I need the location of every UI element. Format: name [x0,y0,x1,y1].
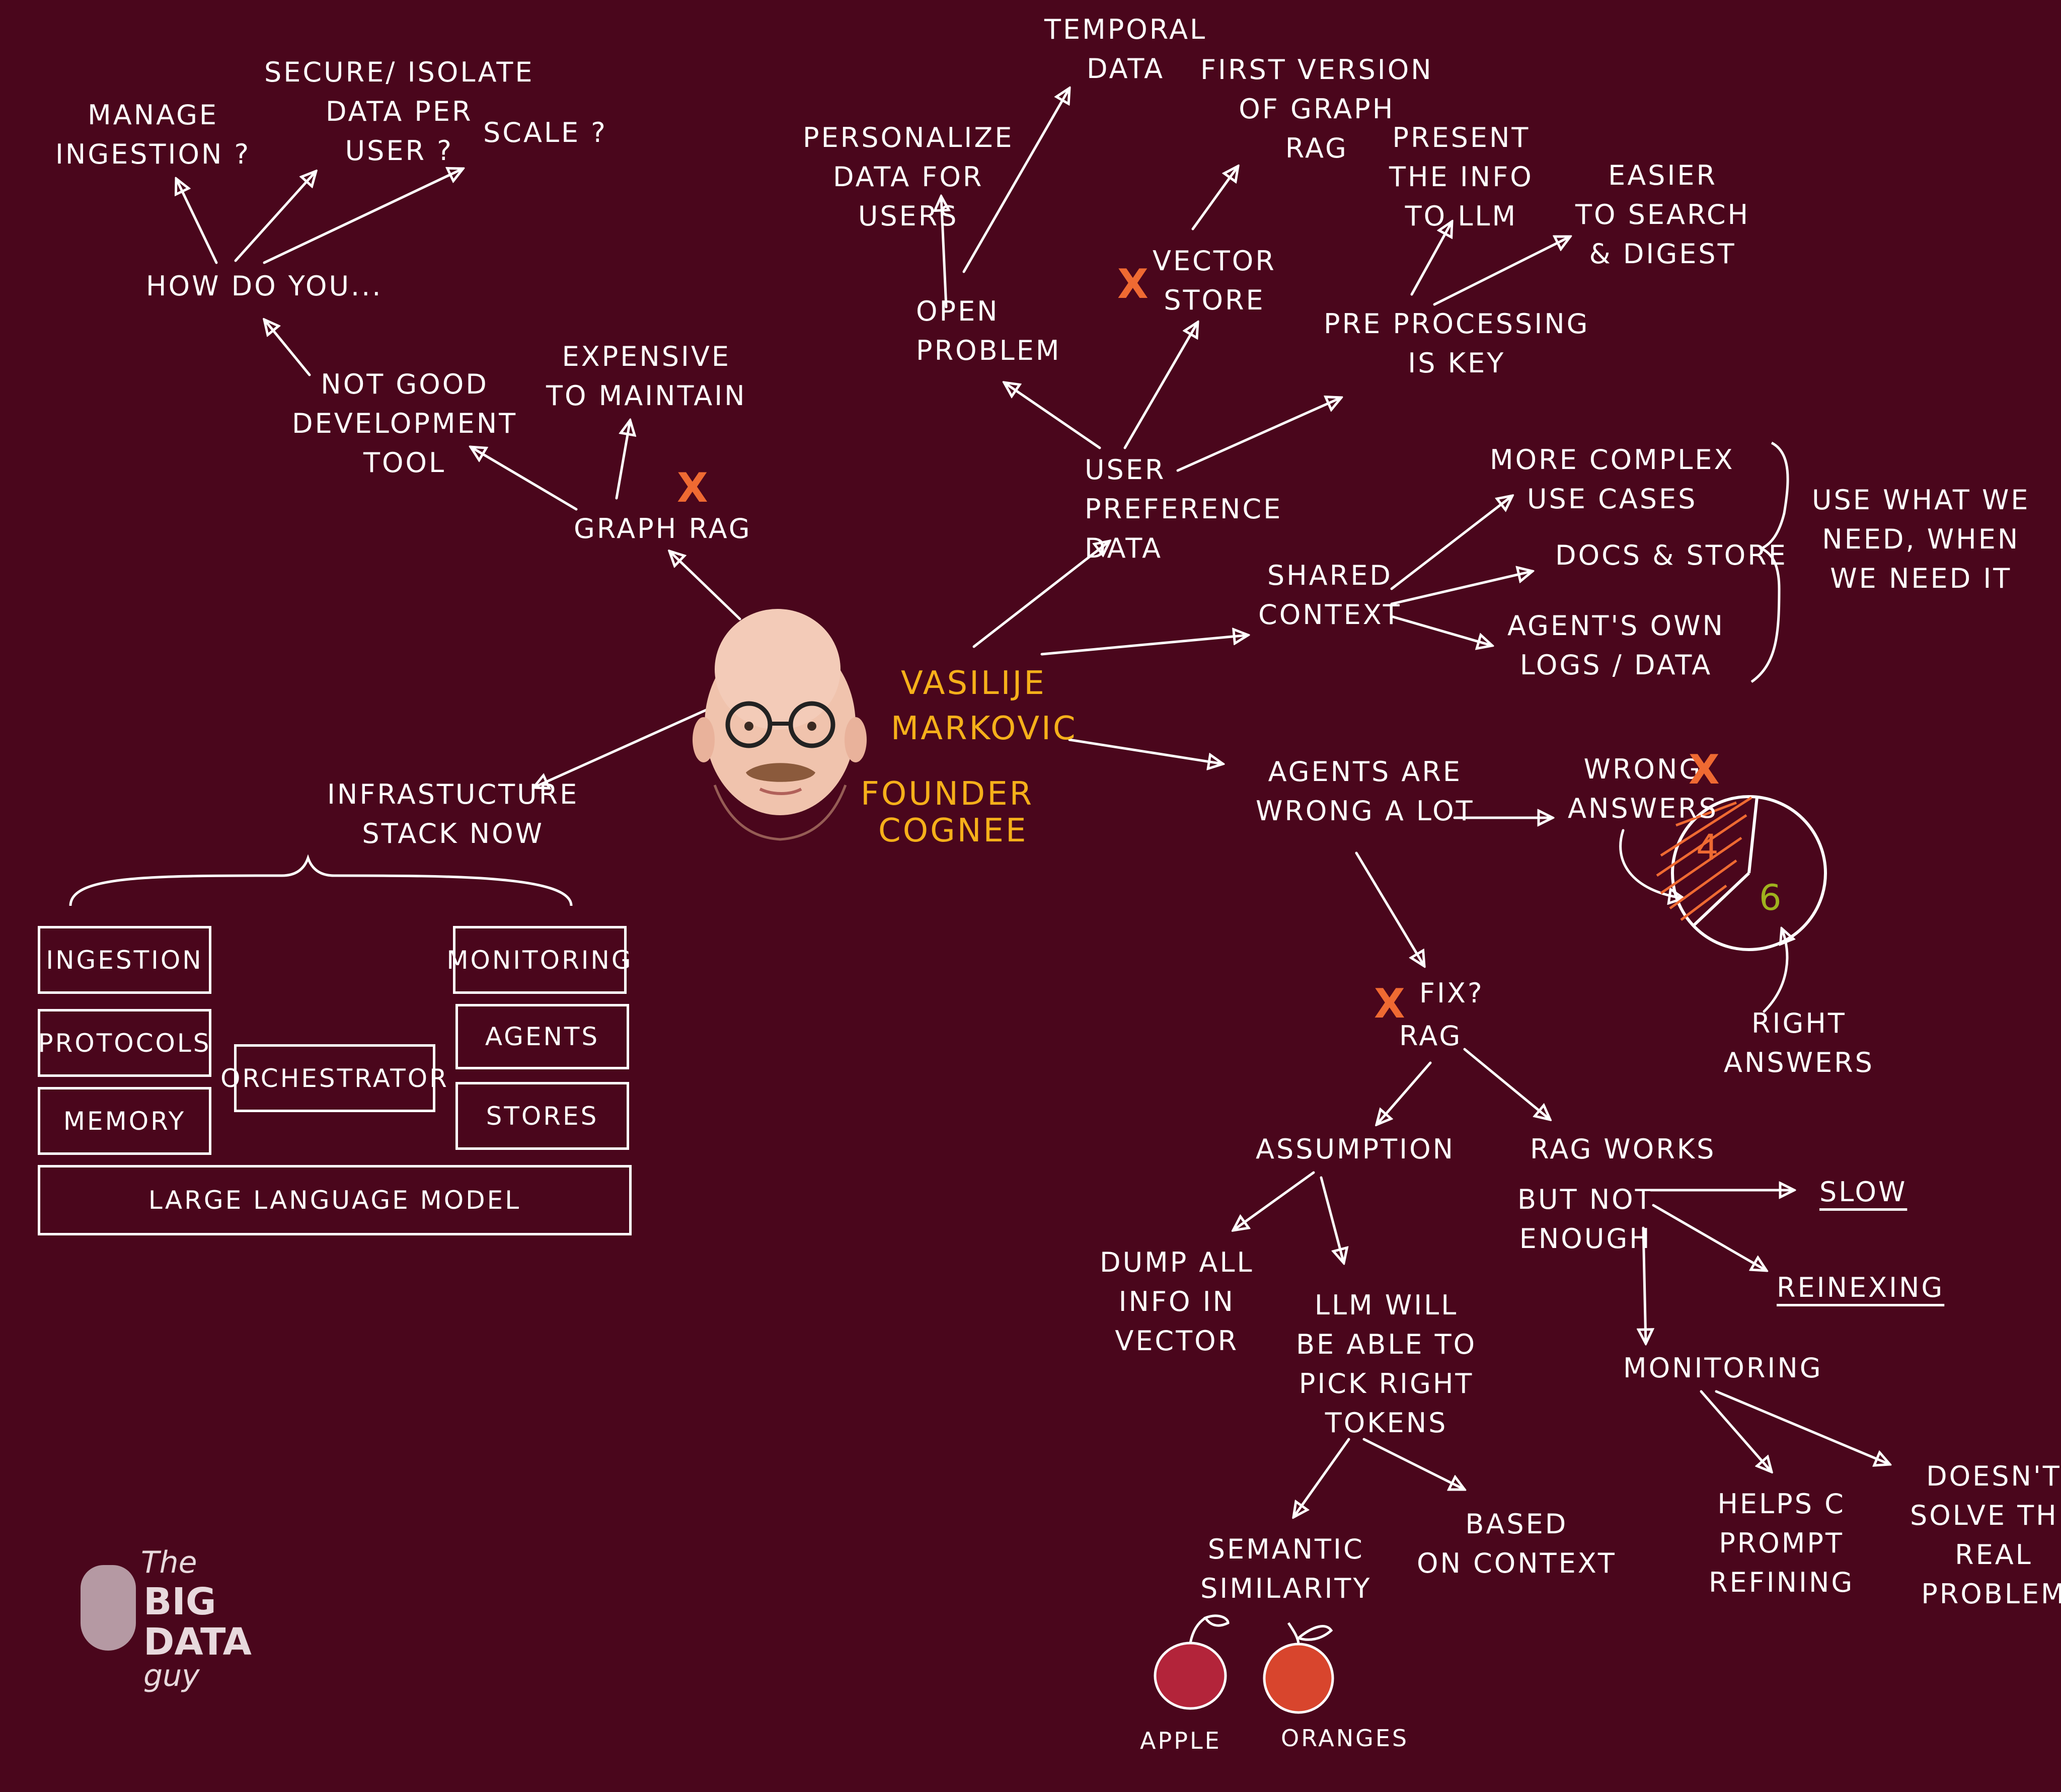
doesnt-solve-problem: DOESN'T SOLVE THE REAL PROBLEM [1910,1457,2061,1614]
monitoring-node: MONITORING [1623,1349,1823,1388]
semantic-similarity: SEMANTIC SIMILARITY [1200,1530,1371,1608]
infrastructure-brace [70,858,571,906]
rag-works: RAG WORKS [1530,1130,1716,1169]
person-company: COGNEE [878,809,1028,852]
agents-own-logs: AGENT'S OWN LOGS / DATA [1507,606,1725,685]
based-on-context: BASED ON CONTEXT [1417,1505,1617,1583]
open-problem: OPEN PROBLEM [916,292,1061,370]
llm-will-pick-tokens: LLM WILL BE ABLE TO PICK RIGHT TOKENS [1296,1286,1477,1443]
user-preference-data: USER PREFERENCE DATA [1085,450,1282,568]
right-count: 6 [1759,878,1784,917]
dump-all-info: DUMP ALL INFO IN VECTOR [1100,1243,1254,1361]
orange-drawing [1264,1623,1333,1712]
secure-isolate-data: SECURE/ ISOLATE DATA PER USER ? [264,53,535,171]
apple-drawing [1155,1616,1228,1708]
oranges-label: ORANGES [1281,1719,1409,1758]
stack-memory: MEMORY [38,1087,211,1155]
wrong-answers-cross: X [1689,750,1720,790]
vector-store-cross: X [1117,264,1149,304]
graph-rag-cross: X [677,468,708,508]
rag-label: RAG [1399,1017,1462,1056]
vector-store: VECTOR STORE [1153,242,1276,320]
right-answers: RIGHT ANSWERS [1724,1004,1874,1082]
stack-orchestrator: ORCHESTRATOR [234,1044,435,1112]
present-info-to-llm: PRESENT THE INFO TO LLM [1389,118,1534,236]
person-last-name: MARKOVIC [891,707,1078,750]
how-do-you: HOW DO YOU... [146,267,383,306]
person-first-name: VASILIJE [901,662,1046,705]
scale-question: SCALE ? [483,113,607,152]
infrastructure-stack-now: INFRASTUCTURE STACK NOW [327,775,579,853]
assumption: ASSUMPTION [1256,1130,1455,1169]
stack-agents: AGENTS [455,1004,629,1069]
stack-stores: STORES [455,1082,629,1150]
avatar-illustration [693,609,867,839]
logo-head-icon [81,1565,136,1651]
docs-and-store: DOCS & STORE [1555,536,1788,575]
shared-context: SHARED CONTEXT [1258,556,1402,635]
more-complex-use-cases: MORE COMPLEX USE CASES [1490,440,1734,519]
stack-protocols: PROTOCOLS [38,1009,211,1077]
preprocessing-is-key: PRE PROCESSING IS KEY [1324,304,1590,383]
manage-ingestion: MANAGE INGESTION ? [55,96,251,174]
easier-to-search: EASIER TO SEARCH & DIGEST [1575,156,1750,274]
stack-large-language-model: LARGE LANGUAGE MODEL [38,1165,632,1235]
agents-are-wrong: AGENTS ARE WRONG A LOT [1256,752,1475,831]
reindexing: REINEXING [1777,1268,1944,1307]
use-what-we-need: USE WHAT WE NEED, WHEN WE NEED IT [1812,481,2030,598]
not-good-dev-tool: NOT GOOD DEVELOPMENT TOOL [292,365,517,483]
fix-question: FIX? [1419,974,1484,1013]
graph-rag-label: GRAPH RAG [574,509,752,549]
temporal-data: TEMPORAL DATA [1044,10,1207,89]
stack-monitoring: MONITORING [453,926,627,994]
wrong-count: 4 [1696,828,1721,867]
apple-label: APPLE [1140,1721,1222,1760]
helps-prompt-refining: HELPS C PROMPT REFINING [1709,1485,1854,1602]
expensive-to-maintain: EXPENSIVE TO MAINTAIN [546,337,747,416]
stack-ingestion: INGESTION [38,926,211,994]
slow: SLOW [1819,1173,1907,1212]
personalize-data: PERSONALIZE DATA FOR USERS [803,118,1014,236]
but-not-enough: BUT NOT ENOUGH [1517,1180,1654,1259]
